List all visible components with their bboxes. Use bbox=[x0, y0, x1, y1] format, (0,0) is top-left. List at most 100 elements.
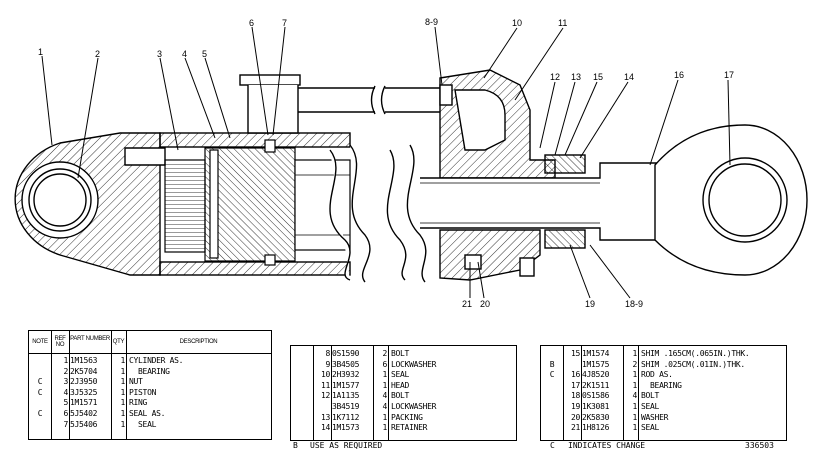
cell-ref: 8 bbox=[325, 349, 330, 358]
cell-note: C bbox=[549, 370, 555, 380]
cell-ref: 21 bbox=[570, 423, 580, 433]
cell-desc: SEAL bbox=[391, 370, 410, 380]
cell-ref: 13 bbox=[320, 412, 330, 422]
cell-desc: LOCKWASHER bbox=[391, 402, 437, 411]
cell-qty: 1 bbox=[382, 412, 387, 422]
cell-desc: SEAL bbox=[641, 402, 660, 411]
cell-qty: 2 bbox=[632, 359, 637, 369]
cell-qty: 1 bbox=[632, 402, 637, 411]
cell-desc: RING bbox=[129, 398, 148, 408]
cell-part: 1M1577 bbox=[332, 380, 360, 390]
cell-ref: 6 bbox=[63, 409, 68, 418]
cell-desc: PACKING bbox=[391, 412, 423, 422]
callout-3: 3 bbox=[157, 49, 162, 59]
cell-part: 1K7112 bbox=[332, 412, 360, 422]
cell-part: 1M1574 bbox=[582, 349, 610, 358]
cell-desc: HEAD bbox=[391, 380, 410, 390]
cell-desc: BEARING bbox=[129, 366, 170, 376]
cell-part: 5J5406 bbox=[70, 419, 98, 429]
footer-b-text: USE AS REQUIRED bbox=[310, 441, 383, 450]
cell-ref: 20 bbox=[570, 412, 580, 422]
cell-qty: 1 bbox=[120, 377, 125, 387]
cell-ref: 7 bbox=[63, 419, 68, 429]
cell-part: 1M1563 bbox=[70, 356, 98, 365]
break-lines bbox=[329, 144, 427, 283]
cell-part: 1M1573 bbox=[332, 423, 360, 433]
callout-4: 4 bbox=[182, 49, 187, 59]
cylinder-base-eye bbox=[14, 132, 166, 276]
cell-qty: 1 bbox=[120, 366, 125, 376]
cell-desc: RETAINER bbox=[391, 423, 428, 433]
cell-ref: 5 bbox=[63, 398, 68, 408]
callout-12: 12 bbox=[550, 72, 560, 82]
callout-17: 17 bbox=[724, 70, 734, 80]
cell-qty: 1 bbox=[382, 423, 387, 433]
cell-ref: 12 bbox=[320, 391, 330, 401]
cell-desc: BOLT bbox=[391, 349, 410, 358]
callout-14: 14 bbox=[624, 72, 634, 82]
callout-7: 7 bbox=[282, 18, 287, 28]
cell-part: 5J5402 bbox=[70, 409, 98, 418]
cell-part: 2J3950 bbox=[70, 377, 98, 387]
cell-ref: 15 bbox=[570, 349, 580, 358]
cell-qty: 1 bbox=[120, 387, 125, 397]
cell-desc: CYLINDER AS. bbox=[129, 356, 184, 365]
cell-part: 3B4519 bbox=[332, 402, 360, 411]
cell-part: 4J8520 bbox=[582, 370, 610, 380]
cell-desc: ROD AS. bbox=[641, 370, 673, 380]
cell-qty: 1 bbox=[120, 409, 125, 418]
cell-part: 1K3081 bbox=[582, 402, 610, 411]
cell-part: 1H8126 bbox=[582, 423, 610, 433]
cell-part: 2K5704 bbox=[70, 366, 98, 376]
cell-qty: 4 bbox=[382, 402, 387, 411]
cell-note: C bbox=[37, 377, 43, 387]
header-desc: DESCRIPTION bbox=[179, 339, 218, 345]
callout-21: 21 bbox=[462, 299, 472, 309]
callout-20: 20 bbox=[480, 299, 490, 309]
cylinder-tube bbox=[159, 132, 351, 276]
cell-desc: SHIM .025CM(.01IN.)THK. bbox=[641, 359, 745, 369]
cell-ref: 11 bbox=[320, 380, 330, 390]
drawing-number: 336503 bbox=[745, 441, 774, 450]
cell-ref: 10 bbox=[320, 370, 330, 380]
cell-part: 2H3932 bbox=[332, 370, 360, 380]
cell-qty: 1 bbox=[120, 398, 125, 408]
cell-part: 2K5830 bbox=[582, 412, 610, 422]
table-row: 3B4519 4 LOCKWASHER bbox=[291, 402, 516, 412]
cell-qty: 4 bbox=[382, 391, 387, 401]
parts-table-1: NOTE REF NO PART NUMBER QTY DESCRIPTION … bbox=[28, 330, 272, 440]
footer-b-code: B bbox=[293, 441, 298, 450]
header-note: NOTE bbox=[32, 339, 48, 345]
callout-8-9: 8-9 bbox=[425, 17, 438, 27]
cell-note: B bbox=[549, 359, 555, 369]
cell-qty: 4 bbox=[632, 391, 637, 401]
callout-13: 13 bbox=[571, 72, 581, 82]
cell-ref: 1 bbox=[63, 356, 68, 365]
callout-2: 2 bbox=[95, 49, 100, 59]
header-qty: QTY bbox=[112, 339, 125, 345]
rod-eye bbox=[654, 124, 808, 276]
cell-desc: WASHER bbox=[641, 412, 669, 422]
cell-desc: BEARING bbox=[641, 380, 682, 390]
callout-labels: 1 2 3 4 5 6 7 8-9 10 11 12 13 15 14 16 1… bbox=[38, 17, 734, 309]
cell-part: 0S1586 bbox=[582, 391, 610, 401]
cell-desc: PISTON bbox=[129, 387, 157, 397]
